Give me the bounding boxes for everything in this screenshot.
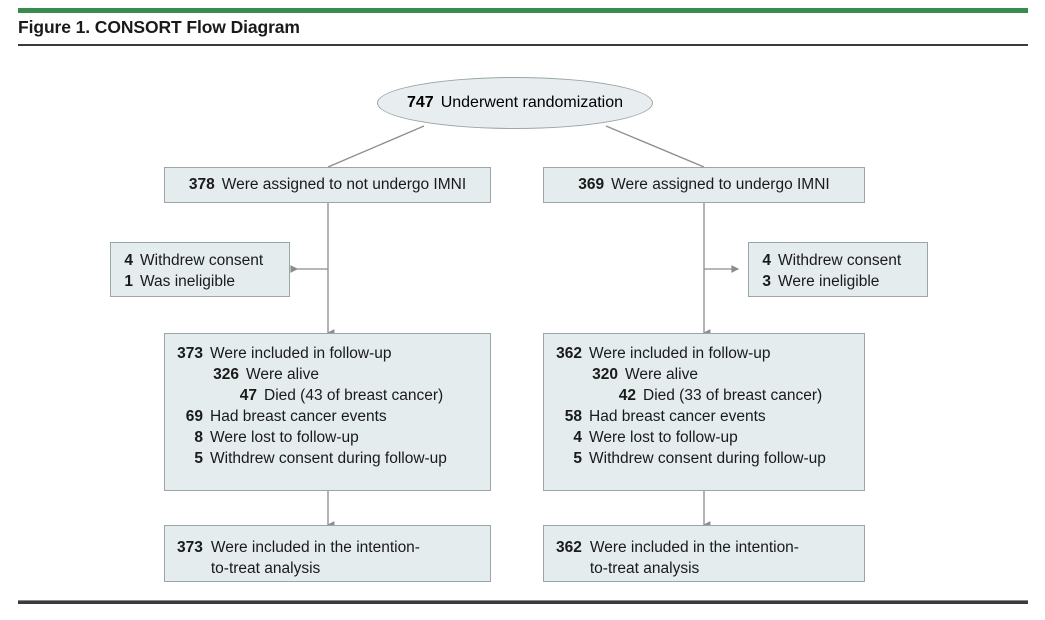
- followup-row: 5 Withdrew consent during follow-up: [552, 448, 854, 469]
- followup-number: 326: [213, 366, 239, 383]
- followup-text: Died (43 of breast cancer): [264, 387, 444, 404]
- followup-row: 326 Were alive: [173, 364, 480, 385]
- assigned-text: Were assigned to not undergo IMNI: [221, 176, 467, 193]
- followup-row: 362 Were included in follow-up: [552, 343, 854, 364]
- randomization-text: Underwent randomization: [440, 94, 624, 111]
- followup-row: 8 Were lost to follow-up: [173, 427, 480, 448]
- exclusion-text: Was ineligible: [140, 273, 236, 290]
- followup-number: 362: [556, 345, 582, 362]
- followup-number: 47: [239, 387, 257, 404]
- node-followup-no-imni: 373 Were included in follow-up 326 Were …: [164, 333, 491, 491]
- node-followup-imni: 362 Were included in follow-up 320 Were …: [543, 333, 865, 491]
- followup-row: 69 Had breast cancer events: [173, 406, 480, 427]
- exclusion-number: 4: [762, 252, 771, 269]
- exclusion-row: 4 Withdrew consent: [758, 250, 917, 271]
- followup-row: 58 Had breast cancer events: [552, 406, 854, 427]
- accent-bar: [18, 8, 1028, 13]
- exclusion-text: Withdrew consent: [778, 252, 902, 269]
- followup-text: Were alive: [625, 366, 698, 383]
- figure-title: Figure 1. CONSORT Flow Diagram: [18, 17, 300, 37]
- followup-text: Were included in follow-up: [589, 345, 771, 362]
- analysis-number: 362: [556, 539, 582, 556]
- followup-text: Withdrew consent during follow-up: [210, 450, 447, 467]
- node-exclusions-imni: 4 Withdrew consent 3 Were ineligible: [748, 242, 928, 297]
- followup-text: Withdrew consent during follow-up: [589, 450, 826, 467]
- followup-row: 4 Were lost to follow-up: [552, 427, 854, 448]
- randomization-number: 747: [406, 94, 434, 111]
- followup-row: 320 Were alive: [552, 364, 854, 385]
- followup-text: Were included in follow-up: [210, 345, 392, 362]
- followup-text: Had breast cancer events: [210, 408, 387, 425]
- node-analysis-imni: 362 Were included in the intention- to-t…: [543, 525, 865, 582]
- followup-text: Were lost to follow-up: [589, 429, 738, 446]
- exclusion-number: 3: [762, 273, 771, 290]
- followup-row: 5 Withdrew consent during follow-up: [173, 448, 480, 469]
- exclusion-text: Withdrew consent: [140, 252, 264, 269]
- followup-row: 42 Died (33 of breast cancer): [552, 385, 854, 406]
- node-randomization: 747 Underwent randomization: [377, 77, 653, 129]
- header-divider: [18, 44, 1028, 46]
- exclusion-number: 4: [124, 252, 133, 269]
- followup-number: 69: [185, 408, 203, 425]
- analysis-text: Were included in the intention- to-treat…: [589, 539, 799, 577]
- node-assigned-imni: 369 Were assigned to undergo IMNI: [543, 167, 865, 203]
- followup-text: Were alive: [246, 366, 319, 383]
- node-analysis-no-imni: 373 Were included in the intention- to-t…: [164, 525, 491, 582]
- exclusion-row: 1 Was ineligible: [120, 271, 279, 292]
- followup-row: 373 Were included in follow-up: [173, 343, 480, 364]
- exclusion-row: 3 Were ineligible: [758, 271, 917, 292]
- exclusion-row: 4 Withdrew consent: [120, 250, 279, 271]
- followup-number: 8: [194, 429, 203, 446]
- followup-number: 58: [564, 408, 582, 425]
- footer-divider: [18, 600, 1028, 604]
- analysis-text: Were included in the intention- to-treat…: [210, 539, 420, 577]
- followup-number: 373: [177, 345, 203, 362]
- followup-number: 5: [573, 450, 582, 467]
- followup-text: Were lost to follow-up: [210, 429, 359, 446]
- node-exclusions-no-imni: 4 Withdrew consent 1 Was ineligible: [110, 242, 290, 297]
- followup-number: 42: [618, 387, 636, 404]
- exclusion-text: Were ineligible: [778, 273, 880, 290]
- followup-number: 4: [573, 429, 582, 446]
- assigned-number: 369: [578, 176, 605, 193]
- node-assigned-no-imni: 378 Were assigned to not undergo IMNI: [164, 167, 491, 203]
- followup-row: 47 Died (43 of breast cancer): [173, 385, 480, 406]
- exclusion-number: 1: [124, 273, 133, 290]
- followup-number: 320: [592, 366, 618, 383]
- analysis-number: 373: [177, 539, 203, 556]
- followup-number: 5: [194, 450, 203, 467]
- followup-text: Died (33 of breast cancer): [643, 387, 823, 404]
- assigned-number: 378: [188, 176, 215, 193]
- assigned-text: Were assigned to undergo IMNI: [611, 176, 830, 193]
- followup-text: Had breast cancer events: [589, 408, 766, 425]
